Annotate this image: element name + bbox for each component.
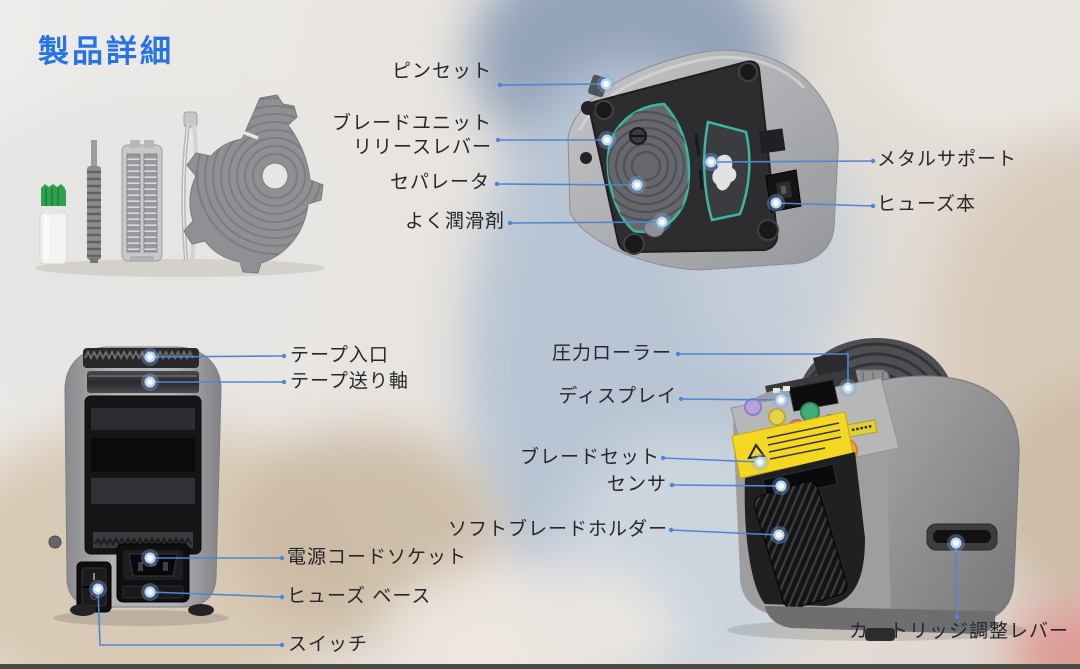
- cartridge-lever-slot: [926, 523, 998, 551]
- leader-line-tape-entrance: [149, 355, 285, 358]
- spare-feed-shaft: [87, 140, 101, 263]
- callout-label-fuse-base: ヒューズ ベース: [287, 586, 432, 607]
- accessories-group: [35, 94, 325, 277]
- leader-line-lubricant: [509, 221, 663, 224]
- foot: [623, 233, 645, 255]
- callout-label-pressure-roller: 圧力ローラー: [551, 343, 672, 364]
- foot: [738, 62, 758, 82]
- leader-line-fuse-base: [149, 591, 283, 598]
- blade-section: [744, 452, 865, 609]
- foot: [188, 604, 214, 616]
- separator-highlight: [606, 102, 691, 234]
- callout-label-display: ディスプレイ: [558, 386, 677, 407]
- callout-label-tape-feed-shaft: テープ送り軸: [290, 371, 409, 392]
- lubricant-bottle: [39, 184, 68, 265]
- leader-line-switch: [97, 588, 282, 646]
- bottom-edge-strip: [0, 664, 1080, 669]
- rear-opening: [84, 395, 202, 555]
- page-title: 製品詳細: [38, 34, 174, 69]
- dispenser-rear-view: [48, 346, 229, 626]
- side-knob: [48, 535, 62, 549]
- dispenser-bottom-view: [567, 49, 839, 271]
- leader-line-sensor: [671, 484, 782, 487]
- leader-line-separator: [496, 183, 638, 186]
- leader-line-tweezers: [499, 83, 607, 86]
- leader-line-fuse: [775, 202, 874, 207]
- callout-label-blade-unit-line2: リリースレバー: [352, 137, 492, 158]
- leader-line-pressure-roller: [678, 353, 849, 388]
- panel-button: [768, 408, 786, 426]
- leader-line-display: [680, 398, 782, 401]
- leader-line-cartridge-adjust-lever: [955, 542, 958, 618]
- callout-label-tape-entrance: テープ入口: [290, 345, 389, 366]
- callout-label-switch: スイッチ: [288, 634, 369, 655]
- callout-label-sensor: センサ: [606, 474, 667, 495]
- callout-label-separator: セパレータ: [389, 172, 490, 193]
- leader-lines: [97, 83, 958, 646]
- dispenser-front-view: [727, 338, 1025, 641]
- display-window: [788, 379, 839, 412]
- bg-blob: [380, 560, 680, 669]
- callout-label-blade-unit-line1: ブレードユニット: [331, 113, 492, 134]
- machine-base: [765, 606, 996, 634]
- callout-label-blade-set: ブレードセット: [519, 447, 660, 468]
- callout-label-lubricant: よく潤滑剤: [404, 211, 505, 232]
- callout-label-power-cord-socket: 電源コードソケット: [287, 547, 468, 568]
- tape-entrance-slot: [83, 348, 199, 368]
- callout-label-metal-support: メタルサポート: [877, 149, 1018, 170]
- lever-nub: [865, 628, 895, 641]
- callout-label-soft-blade-holder: ソフトブレードホルダー: [447, 519, 668, 540]
- foot: [70, 604, 96, 616]
- foot: [594, 100, 614, 120]
- leader-line-metal-support: [710, 160, 874, 163]
- callout-label-fuse: ヒューズ本: [877, 194, 977, 215]
- callout-label-cartridge-adjust-lever: カートリッジ調整レバー: [849, 621, 1070, 642]
- leader-line-soft-blade-holder: [670, 529, 780, 536]
- metal-support-highlight: [702, 120, 751, 222]
- callout-label-tweezers: ピンセット: [391, 61, 492, 82]
- bottom-plate: [588, 60, 779, 255]
- blade-unit: [121, 140, 163, 262]
- leader-line-start-dots: [279, 82, 960, 648]
- machine-shadow: [53, 610, 229, 626]
- separator-disc: [183, 94, 324, 274]
- power-inlet-side: [758, 128, 802, 213]
- leader-line-blade-set: [662, 457, 761, 463]
- foot: [757, 219, 779, 241]
- callout-glow-dots: [89, 75, 965, 601]
